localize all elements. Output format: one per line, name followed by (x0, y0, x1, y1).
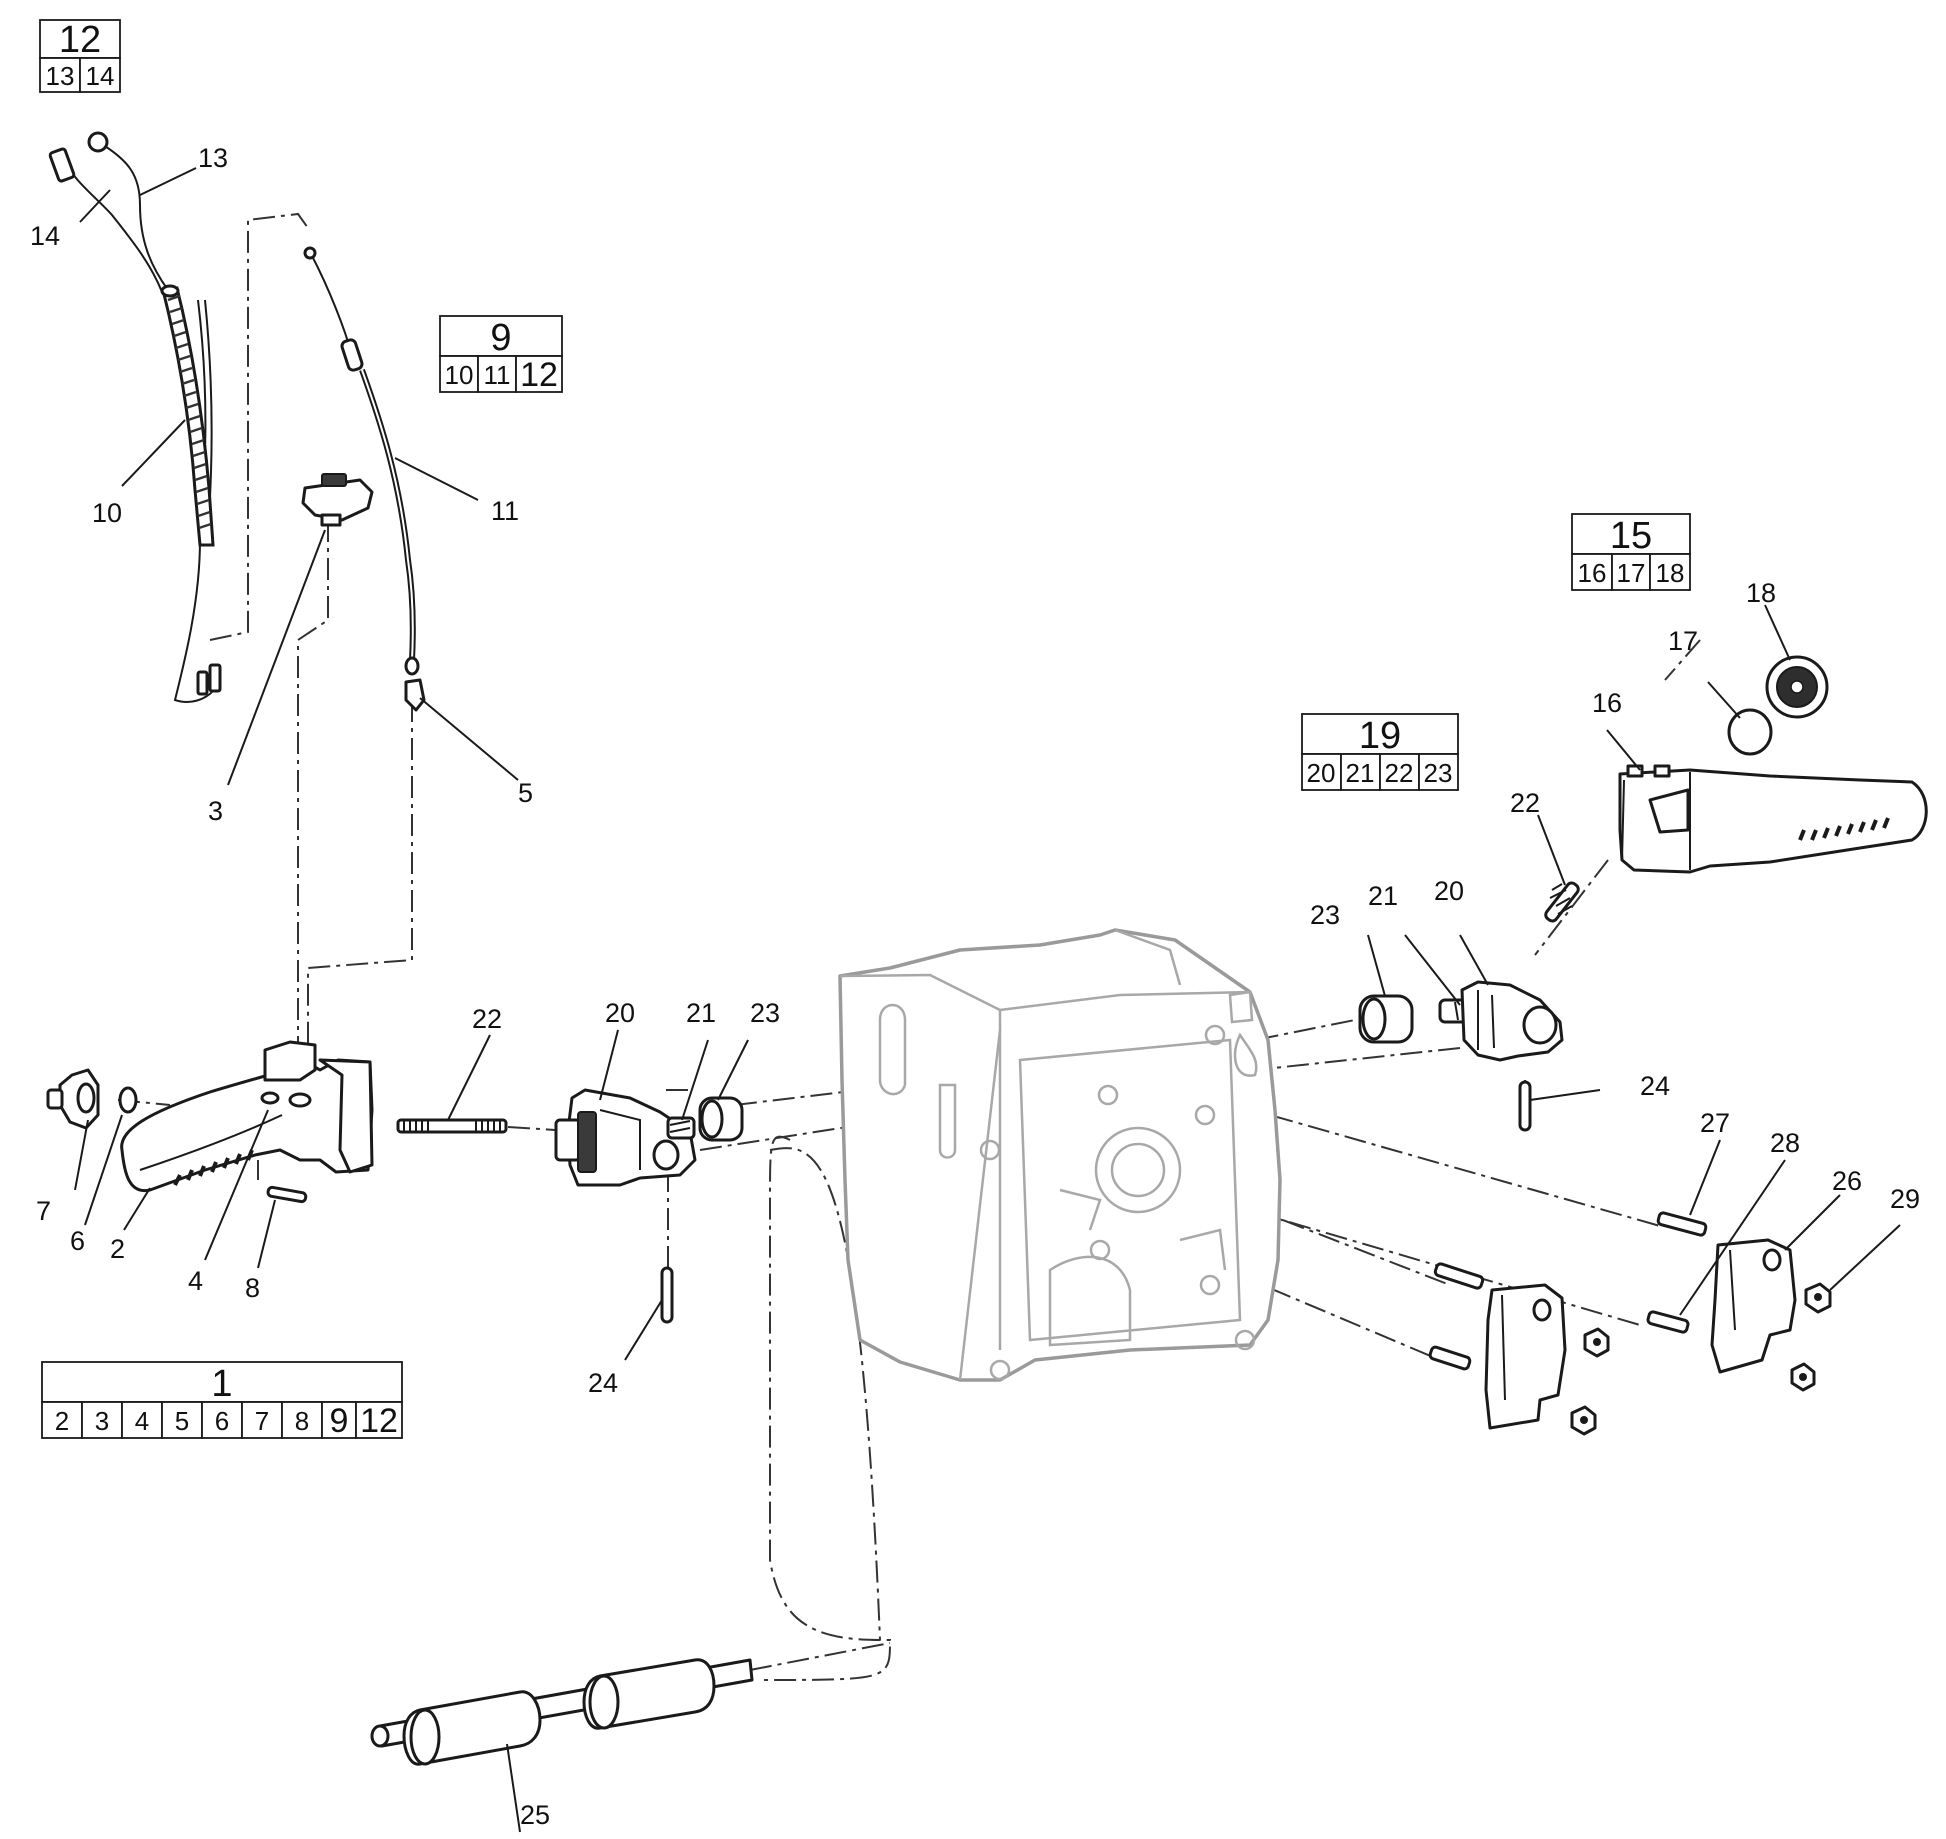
svg-text:19: 19 (1359, 715, 1401, 757)
spacer-23-left (698, 1096, 744, 1142)
nut-left-upper (1583, 1327, 1610, 1358)
svg-text:8: 8 (295, 1406, 309, 1436)
callout-21-left: 21 (686, 998, 716, 1028)
callout-5: 5 (518, 778, 533, 808)
svg-text:7: 7 (255, 1406, 269, 1436)
callout-4: 4 (188, 1266, 203, 1296)
nut-right-lower (1790, 1362, 1816, 1392)
washer-17 (1727, 708, 1773, 756)
callout-24-right: 24 (1640, 1071, 1670, 1101)
callout-25: 25 (520, 1800, 550, 1830)
callout-29: 29 (1890, 1184, 1920, 1214)
stud-27 (1656, 1211, 1708, 1237)
wire-harness-13-14 (48, 131, 215, 703)
callout-17: 17 (1668, 626, 1698, 656)
right-handle-16 (1618, 764, 1928, 874)
switch-3 (301, 473, 374, 527)
kit-box-19: 19 20 21 22 23 (1301, 713, 1459, 791)
kit-box-9: 9 10 11 12 (439, 315, 563, 394)
callout-10: 10 (92, 498, 122, 528)
svg-text:22: 22 (1385, 758, 1414, 788)
svg-text:21: 21 (1346, 758, 1375, 788)
svg-text:2: 2 (55, 1406, 69, 1436)
callout-22-right: 22 (1510, 788, 1540, 818)
svg-text:17: 17 (1617, 558, 1646, 588)
callout-6: 6 (70, 1226, 85, 1256)
shaft-25 (370, 1658, 754, 1766)
callout-20-right: 20 (1434, 876, 1464, 906)
callout-22-left: 22 (472, 1004, 502, 1034)
kit-box-1: 1 2 3 4 5 6 7 8 9 12 (41, 1361, 403, 1440)
callout-20-left: 20 (605, 998, 635, 1028)
stud-28 (1646, 1310, 1690, 1334)
callout-23-left: 23 (750, 998, 780, 1028)
nut-left-lower (1570, 1405, 1597, 1436)
svg-text:5: 5 (175, 1406, 189, 1436)
mount-bracket-26 (1710, 1238, 1797, 1374)
svg-text:16: 16 (1578, 558, 1607, 588)
stud-left-lower (1428, 1345, 1472, 1371)
svg-text:1: 1 (211, 1363, 232, 1405)
leader-lines (74, 167, 1901, 1833)
kit-box-12: 12 13 14 (39, 19, 121, 93)
callout-28: 28 (1770, 1128, 1800, 1158)
callout-21-right: 21 (1368, 881, 1398, 911)
bolt-21-left (666, 1116, 696, 1140)
stud-left-upper (1433, 1262, 1485, 1290)
svg-text:13: 13 (46, 61, 75, 91)
callout-26: 26 (1832, 1166, 1862, 1196)
svg-text:14: 14 (86, 61, 115, 91)
main-housing (838, 928, 1282, 1382)
threaded-rod-22-right (1544, 881, 1580, 923)
callout-27: 27 (1700, 1108, 1730, 1138)
svg-text:12: 12 (520, 356, 558, 394)
cap-18 (1765, 655, 1829, 719)
callout-numbers: 13 14 10 11 3 5 7 6 2 4 8 22 20 21 23 24… (30, 143, 1920, 1830)
callout-2: 2 (110, 1234, 125, 1264)
svg-text:6: 6 (215, 1406, 229, 1436)
callout-24-left: 24 (588, 1368, 618, 1398)
callout-18: 18 (1746, 578, 1776, 608)
callout-16: 16 (1592, 688, 1622, 718)
cable-11 (303, 246, 420, 676)
kit-box-15: 15 16 17 18 (1571, 513, 1691, 591)
left-bracket-20 (554, 1088, 697, 1187)
clip-5 (404, 678, 426, 712)
assembly-lines (117, 212, 1701, 1681)
svg-text:12: 12 (360, 1402, 398, 1440)
svg-text:11: 11 (484, 360, 511, 390)
callout-23-right: 23 (1310, 900, 1340, 930)
callout-14: 14 (30, 221, 60, 251)
svg-text:4: 4 (135, 1406, 149, 1436)
svg-text:18: 18 (1656, 558, 1685, 588)
svg-text:9: 9 (330, 1402, 349, 1440)
callout-8: 8 (245, 1273, 260, 1303)
spacer-23-right (1358, 994, 1414, 1044)
nut-29 (1804, 1282, 1832, 1314)
pin-24-right (1518, 1080, 1532, 1132)
svg-text:9: 9 (490, 317, 511, 359)
svg-text:15: 15 (1610, 515, 1652, 557)
pin-24-left (660, 1266, 674, 1324)
mount-bracket-left (1484, 1283, 1567, 1430)
callout-11: 11 (491, 496, 519, 526)
svg-text:10: 10 (445, 360, 474, 390)
svg-text:20: 20 (1307, 758, 1336, 788)
callout-7: 7 (36, 1196, 51, 1226)
right-bracket-20 (1460, 980, 1564, 1062)
callout-3: 3 (208, 796, 223, 826)
svg-text:23: 23 (1424, 758, 1453, 788)
svg-text:12: 12 (59, 19, 101, 61)
svg-text:3: 3 (95, 1406, 109, 1436)
callout-13: 13 (198, 143, 228, 173)
conduit-10 (160, 284, 222, 696)
threaded-rod-22-left (396, 1118, 508, 1134)
left-handle-assembly (46, 1040, 374, 1204)
